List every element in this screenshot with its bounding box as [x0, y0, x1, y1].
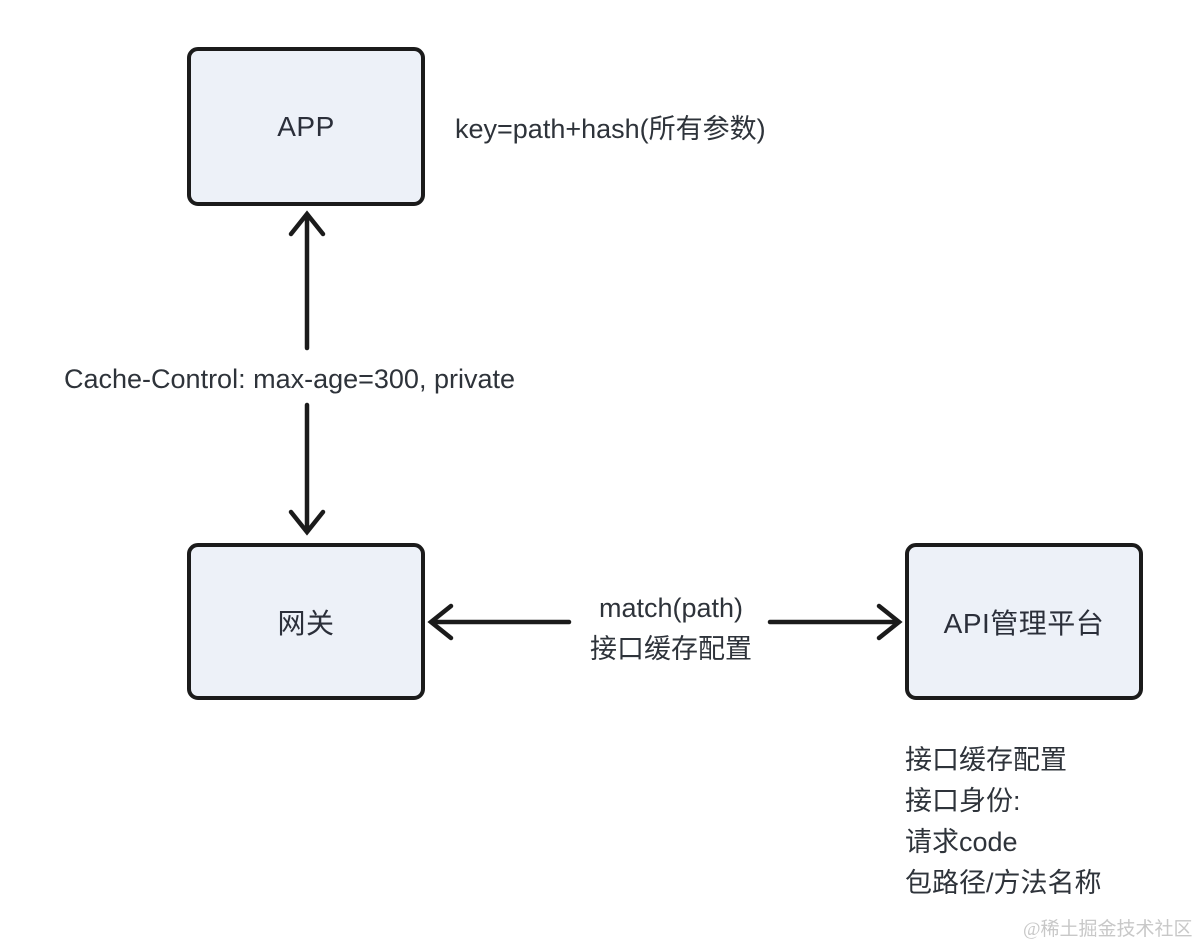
arrowhead-up-icon [288, 210, 326, 237]
note-line: 包路径/方法名称 [905, 868, 1102, 898]
node-app-label: APP [277, 110, 335, 142]
node-gateway-label: 网关 [277, 607, 335, 639]
note-line: 接口缓存配置 [905, 745, 1067, 775]
note-line: 请求code [905, 827, 1018, 857]
annotation-match-line1: match(path) [598, 593, 744, 623]
api-platform-notes: 接口缓存配置 接口身份: 请求code 包路径/方法名称 [905, 740, 1102, 904]
watermark: @稀土掘金技术社区 [1023, 919, 1193, 940]
node-gateway: 网关 [187, 543, 425, 700]
node-api-platform: API管理平台 [905, 543, 1143, 700]
arrowhead-down-icon [288, 509, 326, 536]
annotation-cache-control: Cache-Control: max-age=300, private [64, 364, 515, 394]
node-app: APP [187, 47, 425, 206]
annotation-key-formula: key=path+hash(所有参数) [455, 114, 766, 144]
note-line: 接口身份: [905, 786, 1021, 816]
arrowhead-left-icon [427, 603, 454, 641]
annotation-match-line2: 接口缓存配置 [590, 634, 752, 664]
annotation-match-path: match(path) 接口缓存配置 [560, 588, 782, 670]
arrowhead-right-icon [876, 603, 903, 641]
node-api-platform-label: API管理平台 [943, 607, 1105, 639]
